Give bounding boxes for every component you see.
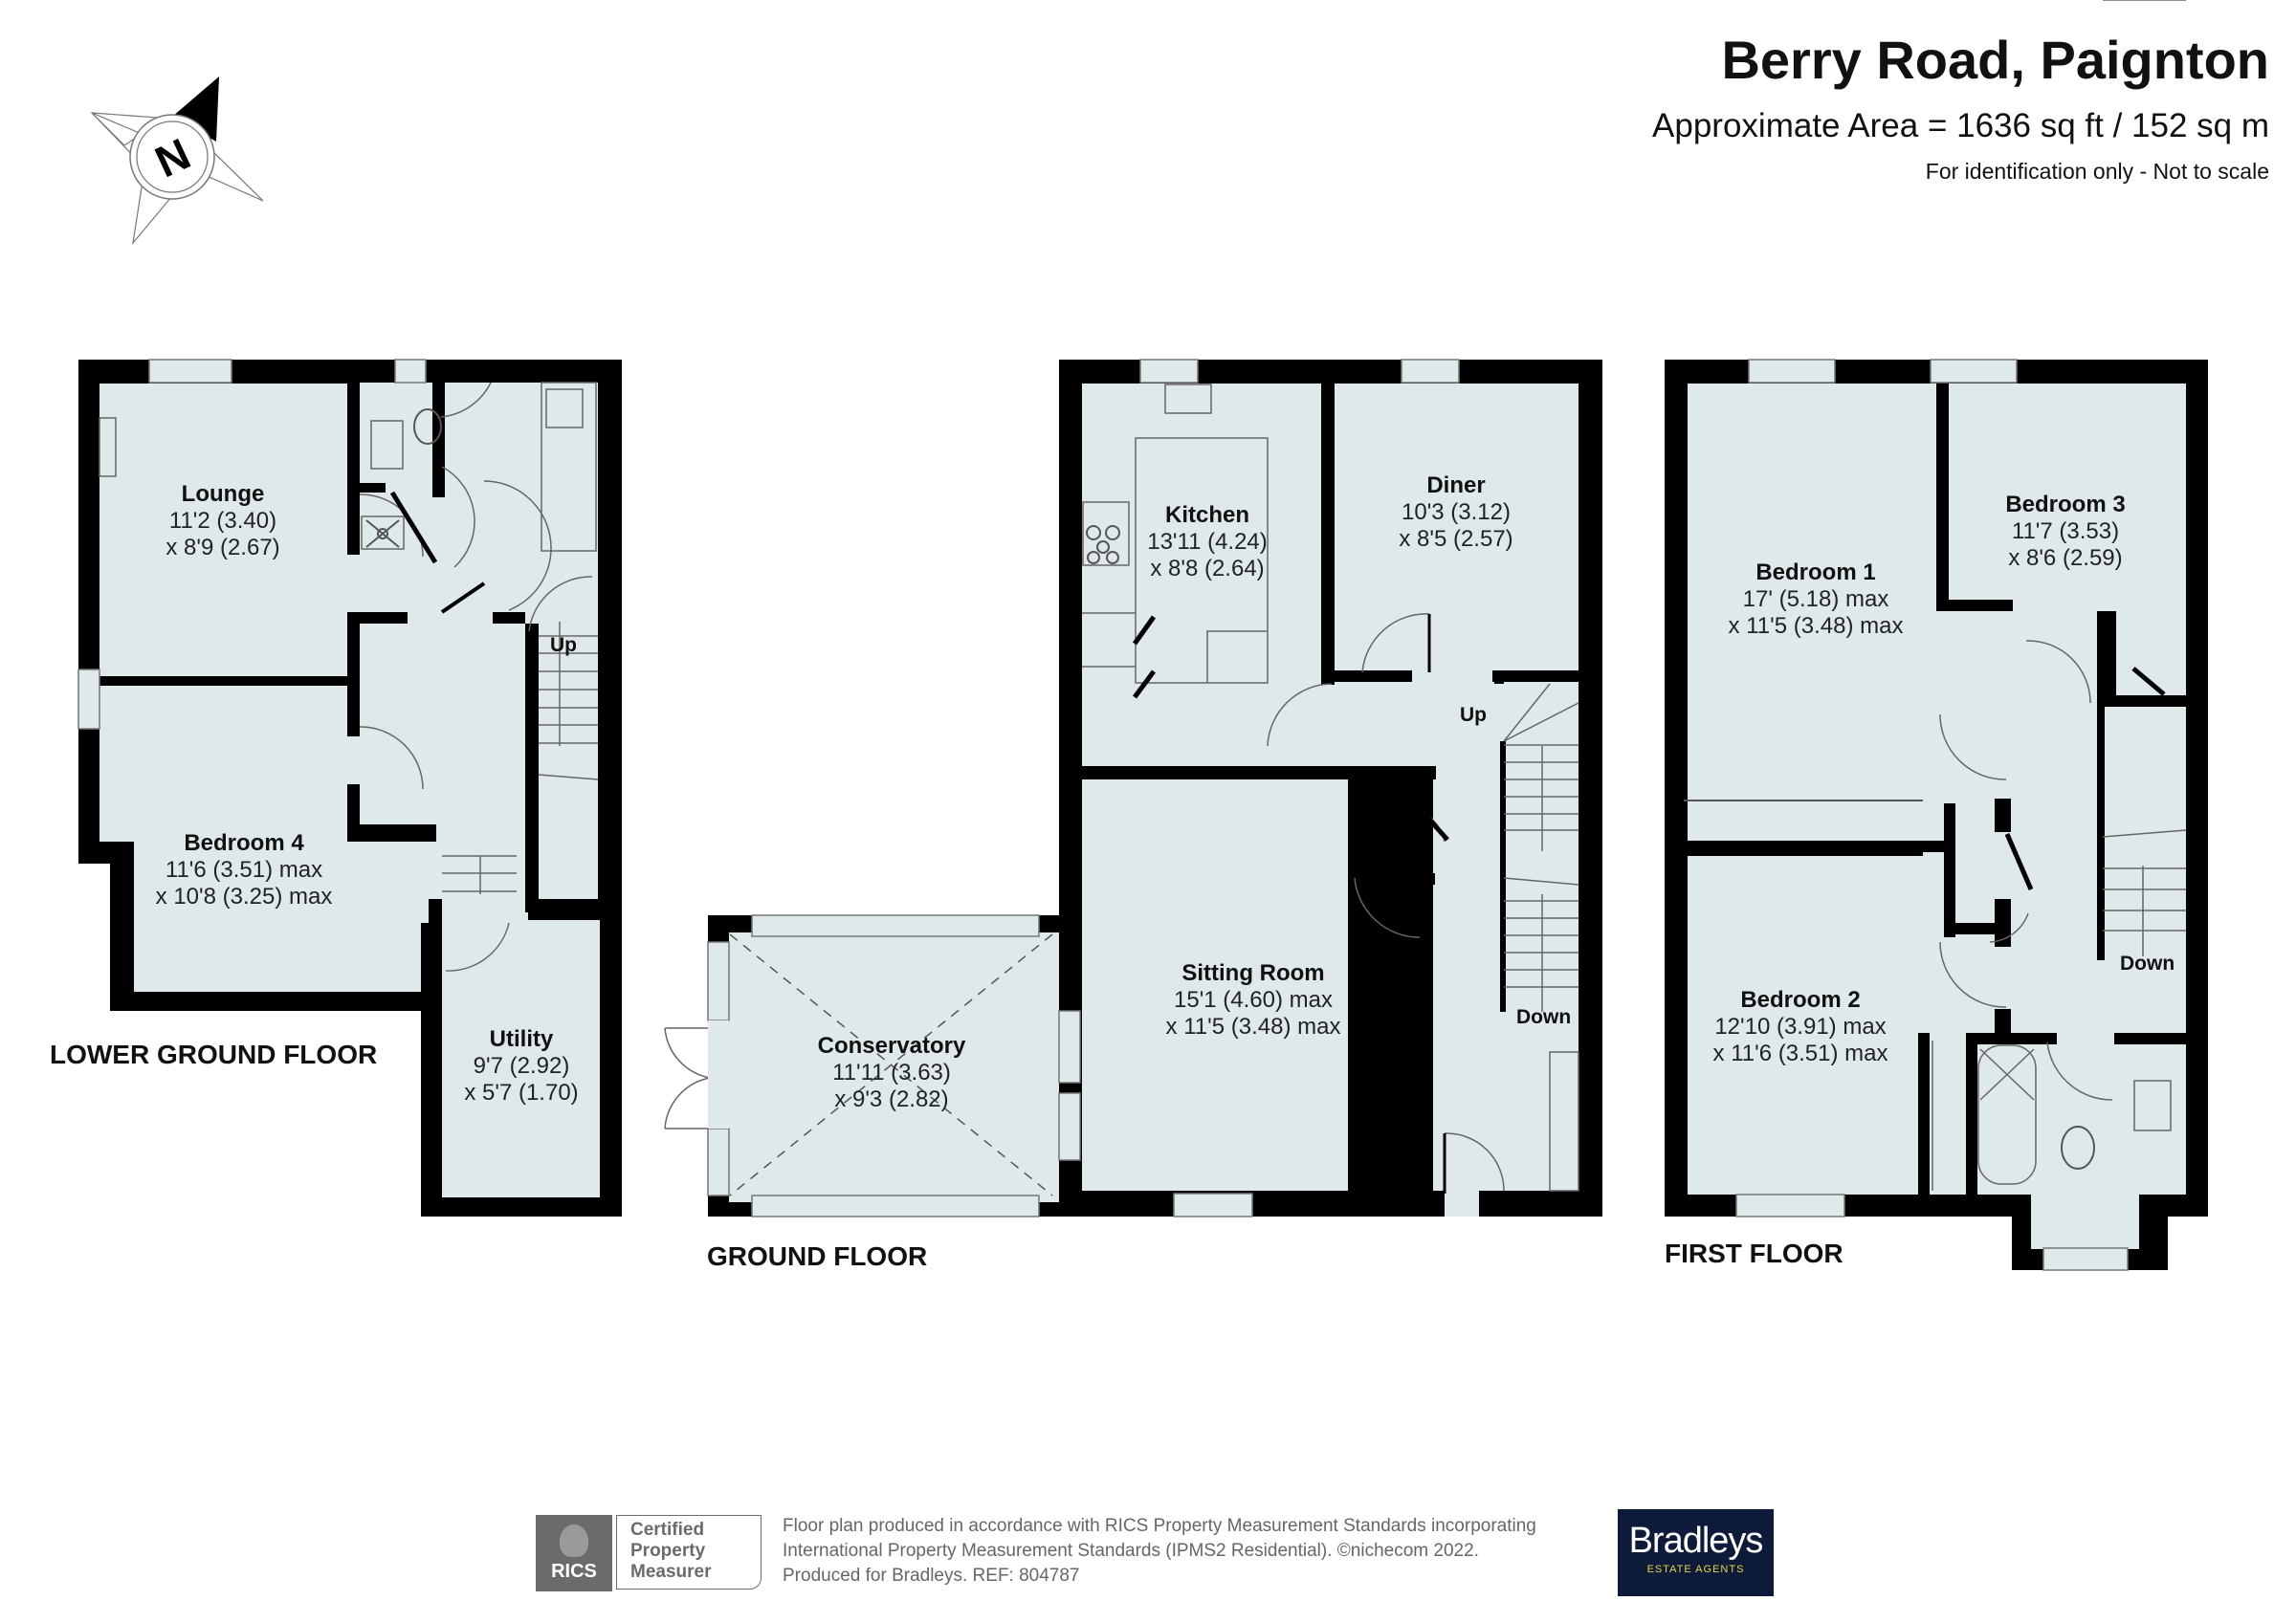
stair-label-down: Down — [1516, 1006, 1572, 1028]
brand-name: Bradleys — [1628, 1521, 1764, 1561]
room-dimension: 9'7 (2.92) — [473, 1053, 570, 1079]
room-dimension: 10'3 (3.12) — [1402, 499, 1511, 525]
rics-certified-badge: RICS Certified Property Measurer — [536, 1515, 765, 1591]
footer-statement: Floor plan produced in accordance with R… — [783, 1514, 1536, 1589]
room-dimension: x 8'5 (2.57) — [1399, 526, 1513, 552]
room-dimension: 11'11 (3.63) — [832, 1060, 951, 1086]
rics-logo: RICS — [536, 1515, 612, 1591]
room-label-bedroom-1: Bedroom 1 17' (5.18) max x 11'5 (3.48) m… — [1729, 559, 1904, 640]
ground-floor-plan — [664, 359, 1602, 1217]
lower-ground-floor-plan — [77, 359, 622, 1217]
room-dimension: x 10'8 (3.25) max — [155, 884, 333, 910]
room-dimension: x 5'7 (1.70) — [464, 1080, 579, 1106]
rics-line: Measurer — [630, 1562, 712, 1582]
brand-tagline: ESTATE AGENTS — [1646, 1564, 1745, 1575]
room-name: Utility — [489, 1026, 554, 1052]
room-dimension: 11'2 (3.40) — [168, 508, 277, 534]
room-dimension: x 9'3 (2.82) — [834, 1086, 949, 1112]
first-floor-plan — [1665, 0, 2208, 1271]
bradleys-logo: Bradleys ESTATE AGENTS — [1618, 1509, 1774, 1596]
room-label-lounge: Lounge 11'2 (3.40) x 8'9 (2.67) — [166, 481, 279, 561]
footer-line: Produced for Bradleys. REF: 804787 — [783, 1566, 1080, 1586]
room-dimension: 15'1 (4.60) max — [1173, 987, 1333, 1013]
footer-line: Floor plan produced in accordance with R… — [783, 1516, 1536, 1536]
floor-label-first: FIRST FLOOR — [1665, 1239, 1843, 1268]
room-name: Bedroom 3 — [2005, 492, 2126, 517]
room-dimension: x 8'8 (2.64) — [1150, 556, 1265, 581]
room-name: Diner — [1426, 472, 1486, 498]
room-dimension: x 8'9 (2.67) — [166, 535, 280, 560]
room-label-bedroom-2: Bedroom 2 12'10 (3.91) max x 11'6 (3.51)… — [1713, 987, 1888, 1067]
floor-label-ground: GROUND FLOOR — [707, 1241, 928, 1271]
rics-certification-text: Certified Property Measurer — [616, 1515, 762, 1590]
room-label-utility: Utility 9'7 (2.92) x 5'7 (1.70) — [464, 1026, 578, 1107]
room-name: Bedroom 2 — [1740, 987, 1861, 1013]
room-dimension: x 11'5 (3.48) max — [1165, 1014, 1341, 1040]
rics-line: Property — [630, 1541, 706, 1561]
north-arrow-compass-icon: N — [90, 77, 264, 246]
stair-label-down: Down — [2120, 953, 2175, 975]
room-label-diner: Diner 10'3 (3.12) x 8'5 (2.57) — [1399, 472, 1512, 553]
room-label-bedroom-4: Bedroom 4 11'6 (3.51) max x 10'8 (3.25) … — [156, 830, 333, 910]
floor-label-lower-ground: LOWER GROUND FLOOR — [50, 1040, 378, 1069]
stair-label-up: Up — [550, 634, 577, 656]
room-name: Sitting Room — [1181, 960, 1325, 986]
stair-label-up: Up — [1460, 704, 1487, 726]
room-dimension: x 8'6 (2.59) — [2008, 545, 2123, 571]
room-name: Bedroom 1 — [1755, 559, 1876, 585]
room-dimension: 11'7 (3.53) — [2011, 518, 2120, 544]
footer-line: International Property Measurement Stand… — [783, 1541, 1479, 1561]
rics-lion-icon — [560, 1524, 588, 1557]
scale-disclaimer: For identification only - Not to scale — [1925, 159, 2269, 184]
room-label-sitting-room: Sitting Room 15'1 (4.60) max x 11'5 (3.4… — [1166, 960, 1341, 1041]
rics-mark: RICS — [551, 1561, 597, 1582]
room-dimension: 12'10 (3.91) max — [1714, 1014, 1887, 1040]
room-dimension: 13'11 (4.24) — [1147, 529, 1268, 555]
room-dimension: x 11'6 (3.51) max — [1712, 1041, 1888, 1066]
room-dimension: 17' (5.18) max — [1742, 586, 1889, 612]
room-label-kitchen: Kitchen 13'11 (4.24) x 8'8 (2.64) — [1147, 502, 1268, 582]
room-dimension: x 11'5 (3.48) max — [1728, 613, 1904, 639]
rics-line: Certified — [630, 1520, 705, 1540]
room-label-conservatory: Conservatory 11'11 (3.63) x 9'3 (2.82) — [818, 1033, 966, 1113]
room-name: Kitchen — [1164, 502, 1249, 528]
room-name: Lounge — [181, 481, 265, 507]
room-label-bedroom-3: Bedroom 3 11'7 (3.53) x 8'6 (2.59) — [2005, 492, 2125, 572]
room-name: Conservatory — [817, 1033, 966, 1059]
room-name: Bedroom 4 — [184, 830, 304, 856]
property-title: Berry Road, Paignton — [1721, 30, 2269, 90]
approximate-area: Approximate Area = 1636 sq ft / 152 sq m — [1652, 107, 2269, 144]
room-dimension: 11'6 (3.51) max — [165, 857, 323, 883]
